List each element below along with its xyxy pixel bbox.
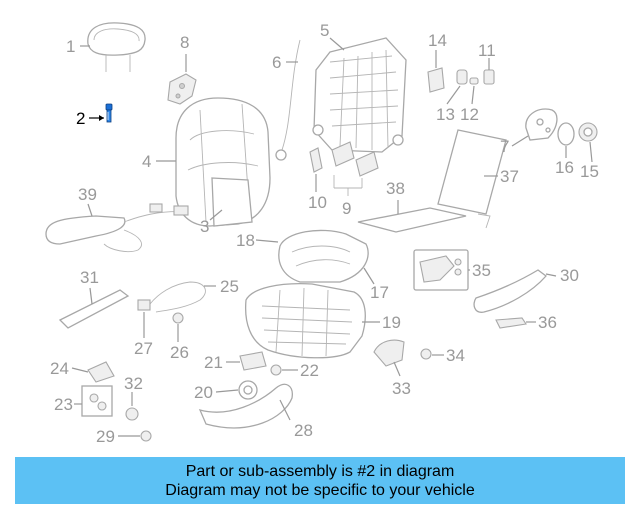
callout-label-20[interactable]: 20 <box>194 383 213 402</box>
callout-label-15[interactable]: 15 <box>580 162 599 181</box>
part-side-cover-28 <box>198 383 293 429</box>
callout-label-6[interactable]: 6 <box>272 53 281 72</box>
callout-leader-39 <box>87 203 93 217</box>
callout-label-22[interactable]: 22 <box>300 361 319 380</box>
part-trim-31 <box>58 289 130 329</box>
callout-label-14[interactable]: 14 <box>428 31 447 50</box>
part-seat-frame-19 <box>244 282 366 359</box>
part-bushing-22 <box>270 364 282 376</box>
callout-label-23[interactable]: 23 <box>54 395 73 414</box>
callout-leader-24 <box>71 367 89 373</box>
part-headrest <box>87 22 146 72</box>
callout-leader-28 <box>279 399 291 421</box>
part-seat-cushion <box>278 229 369 283</box>
callout-leader-3 <box>209 209 223 221</box>
part-switch-panel-35 <box>413 249 469 291</box>
callout-leader-5 <box>329 37 345 51</box>
callout-label-35[interactable]: 35 <box>472 261 491 280</box>
part-drawings <box>45 22 598 442</box>
callout-label-26[interactable]: 26 <box>170 343 189 362</box>
callout-label-33[interactable]: 33 <box>392 379 411 398</box>
part-cap-34 <box>420 348 432 360</box>
part-motor-20 <box>238 380 258 400</box>
callout-arrowhead-2 <box>99 115 104 121</box>
part-cable-25 <box>137 281 206 313</box>
callout-label-17[interactable]: 17 <box>370 283 389 302</box>
part-cap-29 <box>140 430 152 442</box>
callout-leader-13 <box>446 85 461 105</box>
callout-label-1[interactable]: 1 <box>66 37 75 56</box>
callout-leader-7 <box>511 135 529 147</box>
part-bracket-24 <box>87 361 115 383</box>
callout-label-32[interactable]: 32 <box>124 374 143 393</box>
part-clip-26 <box>172 312 184 324</box>
callout-label-5[interactable]: 5 <box>320 21 329 40</box>
part-lumbar-flap <box>211 177 253 227</box>
callout-label-3[interactable]: 3 <box>200 217 209 236</box>
part-motor-21 <box>239 351 267 371</box>
callout-label-8[interactable]: 8 <box>180 33 189 52</box>
part-pad-38 <box>357 207 467 233</box>
part-switches-11-14 <box>427 67 495 93</box>
part-cable-6 <box>275 39 301 161</box>
callout-label-12[interactable]: 12 <box>460 105 479 124</box>
callout-label-21[interactable]: 21 <box>204 353 223 372</box>
callout-label-31[interactable]: 31 <box>80 268 99 287</box>
callout-label-4[interactable]: 4 <box>142 152 151 171</box>
banner-line-disclaimer: Diagram may not be specific to your vehi… <box>165 481 475 499</box>
callout-label-10[interactable]: 10 <box>308 193 327 212</box>
callout-label-34[interactable]: 34 <box>446 346 465 365</box>
callout-label-38[interactable]: 38 <box>386 179 405 198</box>
part-side-trim-30 <box>473 269 547 313</box>
callout-label-2[interactable]: 2 <box>76 109 85 128</box>
callout-label-37[interactable]: 37 <box>500 167 519 186</box>
callout-label-7[interactable]: 7 <box>500 137 509 156</box>
part-clip-10 <box>309 147 323 173</box>
callout-leader-12 <box>471 85 475 105</box>
callout-label-18[interactable]: 18 <box>236 231 255 250</box>
callout-label-13[interactable]: 13 <box>436 105 455 124</box>
part-harness-39 <box>45 203 189 253</box>
part-lever-36 <box>495 317 527 329</box>
callout-label-36[interactable]: 36 <box>538 313 557 332</box>
callout-label-29[interactable]: 29 <box>96 427 115 446</box>
part-recliner-7 <box>525 108 558 141</box>
seat-parts-diagram: 1234567891011121314151617181920212223242… <box>45 21 599 446</box>
callout-label-24[interactable]: 24 <box>50 359 69 378</box>
callout-leader-30 <box>545 273 557 277</box>
callout-leader-20 <box>215 389 239 393</box>
callout-label-16[interactable]: 16 <box>555 158 574 177</box>
callout-label-9[interactable]: 9 <box>342 199 351 218</box>
callout-leader-33 <box>393 361 401 377</box>
callout-label-30[interactable]: 30 <box>560 266 579 285</box>
callout-leader-31 <box>89 287 93 305</box>
part-nut-32 <box>125 407 139 421</box>
callout-leader-17 <box>363 267 375 285</box>
part-knob-15 <box>578 122 598 142</box>
part-seatback-frame <box>312 37 407 153</box>
banner-line-part-info: Part or sub-assembly is #2 in diagram <box>185 462 455 480</box>
part-ring-16 <box>557 122 575 146</box>
callout-label-11[interactable]: 11 <box>478 41 496 60</box>
part-bolts-23 <box>81 385 113 417</box>
callout-label-28[interactable]: 28 <box>294 421 313 440</box>
part-bracket-8 <box>167 73 197 105</box>
callout-label-27[interactable]: 27 <box>134 339 153 358</box>
callout-label-39[interactable]: 39 <box>78 185 97 204</box>
part-recliner-33 <box>373 339 405 367</box>
callout-label-19[interactable]: 19 <box>382 313 401 332</box>
info-banner: Part or sub-assembly is #2 in diagram Di… <box>15 457 625 504</box>
part-brackets-9 <box>331 141 379 196</box>
part-back-panel-37 <box>437 129 507 229</box>
callout-leader-18 <box>255 239 279 243</box>
part-headrest-guide <box>105 103 113 123</box>
callout-label-25[interactable]: 25 <box>220 277 239 296</box>
callout-leader-15 <box>589 141 593 163</box>
